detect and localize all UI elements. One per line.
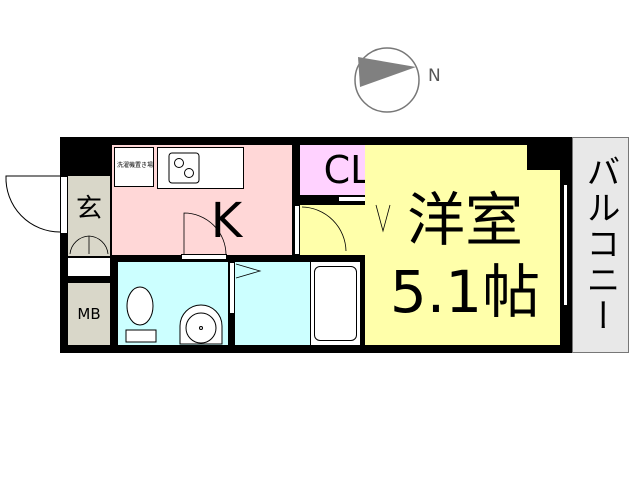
kitchen-door <box>181 254 227 260</box>
kitchen-counter <box>157 147 244 189</box>
mb: MB <box>68 283 110 345</box>
western-room-hall <box>300 205 365 255</box>
north-arrow-icon <box>354 47 420 113</box>
washer-space: 洗濯機置き場 <box>114 147 154 187</box>
entrance-door <box>60 176 68 234</box>
kitchen-label: K <box>210 193 243 249</box>
balcony-window <box>563 184 568 306</box>
kitchen: 洗濯機置き場 K <box>112 145 292 256</box>
western-room-size: 5.1帖 <box>389 258 541 326</box>
mb-label: MB <box>77 305 101 323</box>
bathtub-icon <box>314 266 357 341</box>
closet-label: CL <box>323 148 372 192</box>
entrance-door-icon <box>5 175 61 233</box>
pillar <box>527 137 564 170</box>
genkan: 玄 <box>68 176 110 256</box>
compass-north-label: N <box>428 66 441 86</box>
door-triangle-icon <box>235 263 262 279</box>
toilet-icon <box>125 286 157 343</box>
closet-door-triangle-icon <box>375 204 391 233</box>
balcony: バルコニー <box>572 137 629 353</box>
genkan-label: 玄 <box>75 194 102 224</box>
toilet <box>118 262 228 345</box>
sink-icon <box>179 304 223 345</box>
washroom-door <box>229 262 235 314</box>
stove-icon <box>168 152 200 184</box>
step <box>68 258 110 276</box>
washroom <box>235 262 310 345</box>
bathroom <box>310 262 360 345</box>
western-room-label: 洋室 <box>406 186 523 254</box>
washer-label: 洗濯機置き場 <box>116 162 153 169</box>
western-room: 洋室 5.1帖 <box>365 145 560 345</box>
door-swing-icon <box>301 206 347 252</box>
shoe-cabinet-icon <box>69 235 109 255</box>
western-room-door <box>294 205 300 255</box>
door-swing-icon <box>183 212 227 256</box>
balcony-label: バルコニー <box>580 154 620 334</box>
